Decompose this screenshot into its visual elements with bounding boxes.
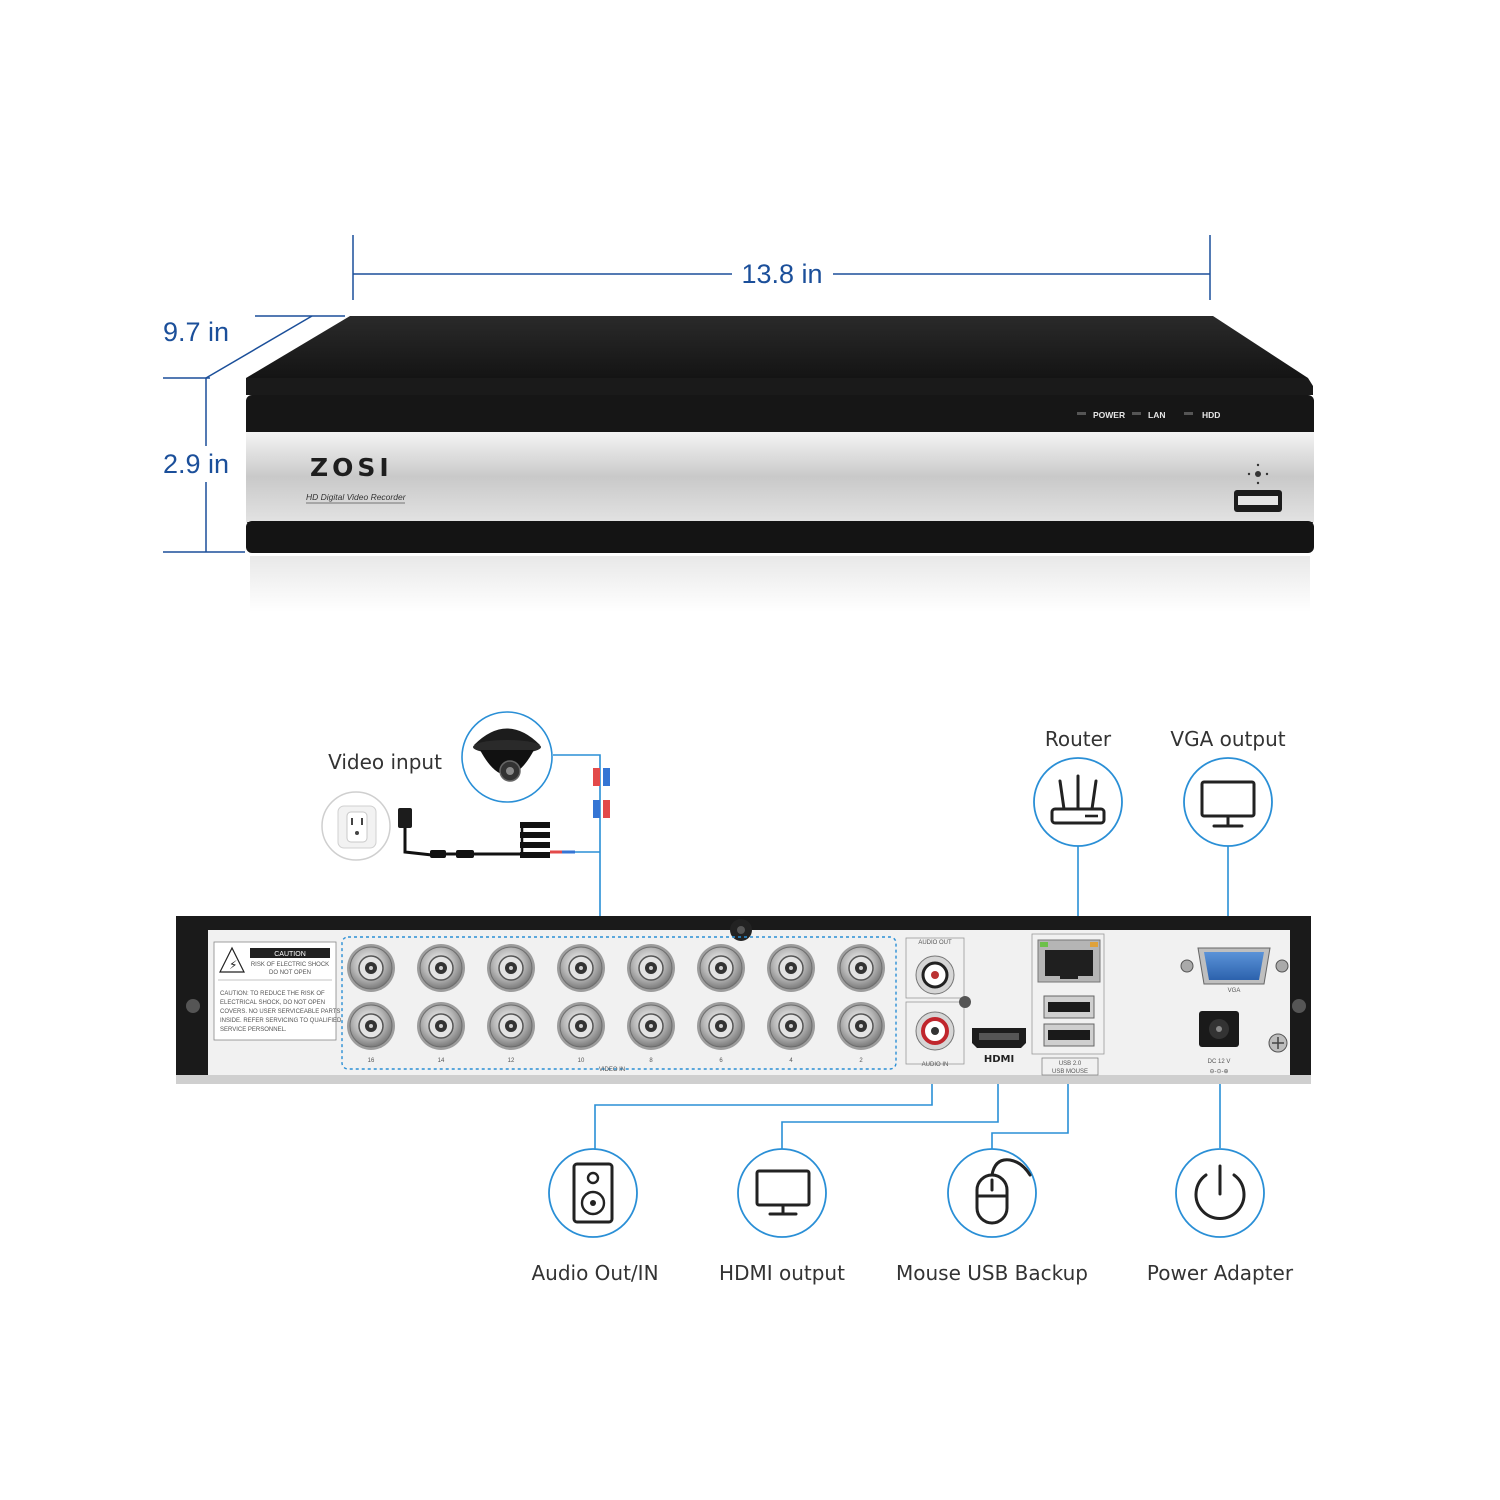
bnc-video-input[interactable] [487,1002,535,1050]
callout-power-adapter: Power Adapter [1147,1261,1294,1285]
callout-vga-output: VGA output [1170,727,1285,751]
power-outlet-icon [321,791,391,861]
front-usb-port[interactable] [1234,490,1282,512]
bnc-row-bottom [347,1002,885,1050]
bnc-video-input[interactable] [767,944,815,992]
bnc-video-input[interactable] [697,944,745,992]
caution-label: ⚡ CAUTION RISK OF ELECTRIC SHOCK DO NOT … [213,941,342,1041]
channel-number: 14 [438,1058,445,1064]
hdd-led-icon [1184,412,1193,415]
speaker-icon [548,1148,638,1238]
width-label: 13.8 in [741,259,822,289]
caution-text-line: COVERS. NO USER SERVICEABLE PARTS [220,1009,340,1015]
mouse-icon [947,1148,1037,1238]
dimension-height: 2.9 in [160,378,245,553]
lan-port[interactable] [1037,939,1101,983]
callout-router: Router [1045,727,1112,751]
lan-led-icon [1132,412,1141,415]
callout-audio: Audio Out/IN [531,1261,658,1285]
caution-text-line: ELECTRICAL SHOCK, DO NOT OPEN [220,1000,325,1006]
audio-in-label: AUDIO IN [922,1062,949,1068]
bnc-video-input[interactable] [347,944,395,992]
callout-hdmi-output: HDMI output [719,1261,845,1285]
audio-out-jack[interactable] [915,955,955,995]
monitor-icon [1183,757,1273,847]
indicator-leds: POWER LAN HDD [1077,410,1220,420]
ground-screw [1268,1033,1288,1053]
caution-line2: DO NOT OPEN [269,970,311,976]
caution-title: CAUTION [274,951,306,958]
vga-label: VGA [1228,988,1241,994]
dc-label: DC 12 V [1208,1059,1231,1065]
power-splitter-cable [398,808,575,858]
usb-port-1[interactable] [1043,995,1095,1019]
channel-number: 6 [719,1058,723,1064]
channel-number: 16 [368,1058,375,1064]
bnc-video-input[interactable] [417,944,465,992]
bnc-video-input[interactable] [627,944,675,992]
hdmi-port[interactable]: HDMI [972,1028,1026,1065]
bnc-video-input[interactable] [557,1002,605,1050]
monitor-icon [737,1148,827,1238]
bnc-video-input[interactable] [697,1002,745,1050]
dvr-front-view: ZOSI HD Digital Video Recorder POWER LAN… [246,316,1314,612]
router-icon [1033,757,1123,847]
dc-power-jack[interactable]: DC 12 V ⊖-⊙-⊕ [1199,1011,1239,1075]
height-label: 2.9 in [163,449,229,479]
polarity-icon: ⊖-⊙-⊕ [1209,1069,1228,1075]
hdmi-label: HDMI [984,1054,1014,1065]
lan-usb-block: USB 2.0 USB MOUSE [1031,933,1105,1076]
bnc-video-input[interactable] [627,1002,675,1050]
caution-text-line: CAUTION: TO REDUCE THE RISK OF [220,991,325,997]
channel-number: 4 [789,1058,793,1064]
video-in-label: VIDEO IN [599,1067,625,1073]
indicator-lan: LAN [1148,410,1165,420]
front-subtitle: HD Digital Video Recorder [306,492,407,502]
channel-number: 10 [578,1058,585,1064]
bnc-video-input[interactable] [417,1002,465,1050]
dimension-width: 13.8 in [352,235,1211,300]
caution-text-line: SERVICE PERSONNEL. [220,1027,287,1033]
power-led-icon [1077,412,1086,415]
bnc-video-input[interactable] [347,1002,395,1050]
caution-line1: RISK OF ELECTRIC SHOCK [251,962,329,968]
bnc-video-input[interactable] [487,944,535,992]
audio-out-label: AUDIO OUT [918,940,952,946]
brand-logo: ZOSI [310,453,393,482]
usb-port-2[interactable] [1043,1023,1095,1047]
audio-in-jack[interactable] [915,1011,955,1051]
bnc-video-input[interactable] [557,944,605,992]
audio-block: AUDIO OUT AUDIO IN [905,937,971,1068]
indicator-power: POWER [1093,410,1125,420]
bnc-video-input[interactable] [837,1002,885,1050]
channel-number: 12 [508,1058,515,1064]
bnc-connector-pair-icon [593,768,610,818]
bnc-row-top [347,944,885,992]
vga-port[interactable]: VGA [1180,947,1289,994]
ir-sensor-icon [1247,463,1269,485]
shock-warning-icon: ⚡ [229,958,237,972]
channel-number: 2 [859,1058,863,1064]
video-in-block: 16 14 12 10 8 6 4 2 VIDEO IN [341,936,897,1073]
channel-number: 8 [649,1058,653,1064]
indicator-hdd: HDD [1202,410,1220,420]
channel-numbers: 16 14 12 10 8 6 4 2 [368,1058,864,1064]
bnc-video-input[interactable] [837,944,885,992]
power-icon [1175,1148,1265,1238]
depth-label: 9.7 in [163,317,229,347]
dimension-depth: 9.7 in [163,315,345,379]
dome-camera-icon [461,711,553,803]
usb-label-1: USB 2.0 [1059,1061,1082,1067]
callout-video-input: Video input [328,750,442,774]
bnc-video-input[interactable] [767,1002,815,1050]
dvr-rear-panel: ⚡ CAUTION RISK OF ELECTRIC SHOCK DO NOT … [176,916,1311,1084]
usb-label-2: USB MOUSE [1052,1069,1088,1075]
caution-text-line: INSIDE. REFER SERVICING TO QUALIFIED [220,1018,342,1024]
callout-mouse-usb: Mouse USB Backup [896,1261,1088,1285]
